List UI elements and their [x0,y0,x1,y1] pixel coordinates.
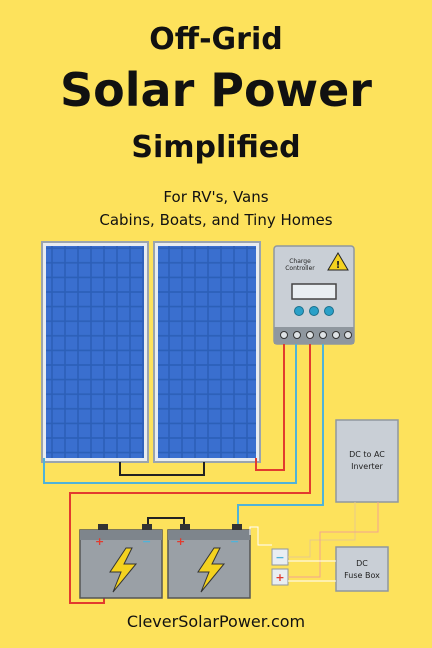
positive-bus-bar: + [271,568,289,586]
battery-right-plus: + [176,535,185,548]
controller-display [291,283,337,300]
bus-feed-wire [249,526,272,546]
solar-panel-right [153,241,261,463]
solar-panel-left [41,241,149,463]
controller-terminal-strip [274,327,354,344]
inverter: DC to AC Inverter [335,419,399,503]
fuse-box-label-2: Fuse Box [344,571,380,580]
warning-symbol: ! [336,260,341,271]
panel-negative-wire [43,344,297,484]
controller-button-3 [324,306,334,316]
battery-negative-wire [237,344,324,524]
battery-left: + − [79,524,163,599]
lightning-bolt-icon [197,547,226,593]
negative-bus-symbol: − [275,551,284,564]
subtitle-line-2: Cabins, Boats, and Tiny Homes [99,211,333,229]
fuse-box-label-1: DC [356,559,368,568]
inverter-positive-wire [288,502,379,578]
battery-right-minus: − [230,535,239,548]
battery-jumper-wire [147,517,185,524]
title-line-3: Simplified [131,130,301,165]
controller-button-1 [294,306,304,316]
title-line-1: Off-Grid [149,22,283,57]
negative-bus-bar: − [271,548,289,566]
fuse-box: DC Fuse Box [335,546,389,592]
battery-left-plus: + [95,535,104,548]
charge-controller: Charge Controller ! [273,245,355,345]
charge-controller-label-2: Controller [285,265,315,272]
panel-jumper-wire [119,462,205,476]
website-url[interactable]: CleverSolarPower.com [126,612,306,631]
panel-positive-wire [255,344,285,471]
battery-right: + − [167,524,251,599]
positive-bus-symbol: + [275,571,284,584]
inverter-label-2: Inverter [351,462,383,471]
subtitle-line-1: For RV's, Vans [163,188,269,206]
warning-icon: ! [327,252,349,271]
lightning-bolt-icon [109,547,138,593]
title-line-2: Solar Power [60,63,372,117]
controller-button-2 [309,306,319,316]
inverter-negative-wire [288,502,356,558]
battery-left-minus: − [142,535,151,548]
inverter-label-1: DC to AC [349,450,385,459]
charge-controller-label-1: Charge [289,258,311,265]
